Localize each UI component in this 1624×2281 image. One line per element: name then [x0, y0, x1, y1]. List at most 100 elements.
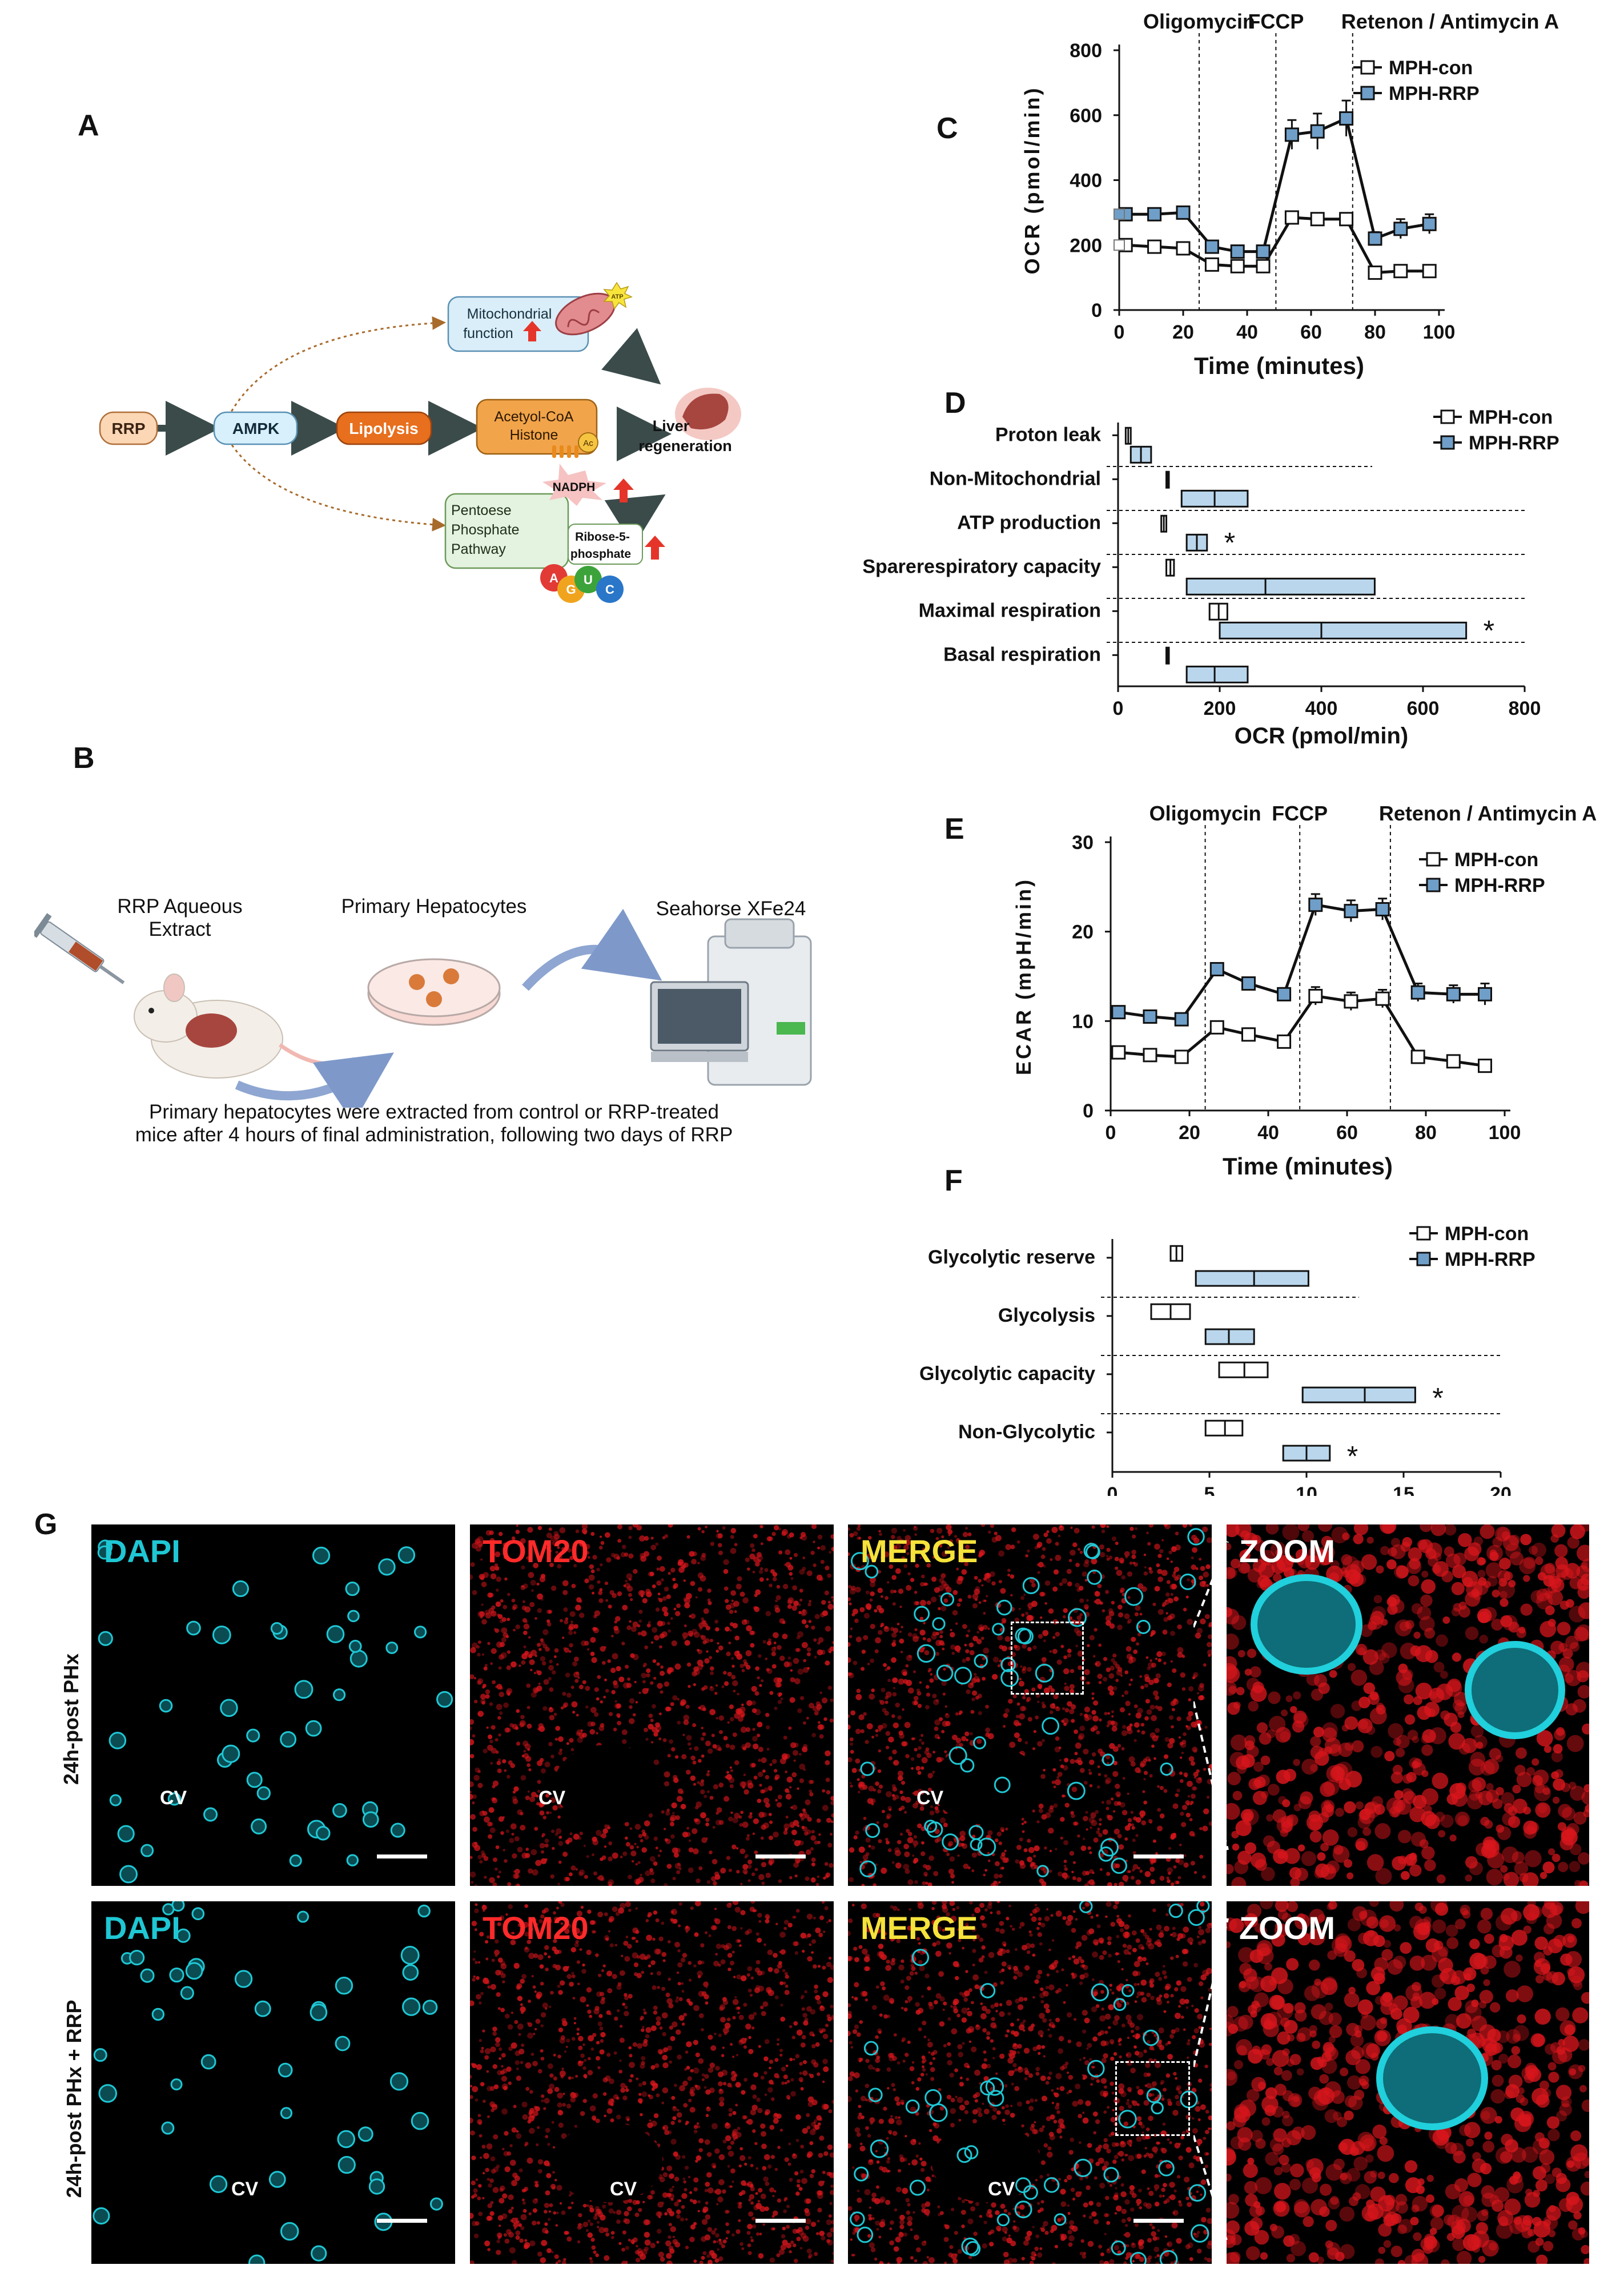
data-point-MPH-con [1209, 1020, 1224, 1035]
data-point-MPH-RRP [1204, 239, 1219, 254]
significance-marker: * [1432, 1382, 1443, 1414]
x-tick-label: 0 [1114, 321, 1125, 343]
nucleus [297, 1910, 309, 1923]
cv-label: CV [231, 2178, 259, 2200]
nucleus [312, 1546, 331, 1565]
scale-bar [755, 1854, 806, 1858]
zoom-nucleus [1465, 1641, 1565, 1739]
nucleus [1023, 2185, 1038, 2200]
nucleus [422, 2000, 438, 2015]
nucleus [337, 2130, 356, 2149]
nucleus [119, 1865, 138, 1884]
nucleus [161, 2121, 175, 2135]
nucleus [926, 1821, 943, 1838]
nucleus [905, 2099, 920, 2114]
float-bar-MPH-con [1218, 1361, 1269, 1378]
y-tick-label: 30 [1072, 832, 1094, 854]
central-vein [554, 1744, 663, 1825]
x-tick-label: 80 [1364, 321, 1386, 343]
nucleus [117, 1825, 135, 1842]
nucleus [1188, 1909, 1205, 1926]
baseline-point [1114, 239, 1125, 251]
category-label: Proton leak [995, 424, 1101, 445]
data-point-MPH-RRP [1310, 124, 1325, 139]
acetyl-ac-icon: Ac [583, 439, 593, 448]
scale-bar [377, 1854, 427, 1858]
nucleus [980, 1983, 996, 1998]
nucleus [348, 1640, 362, 1653]
liver-label-2: regeneration [638, 437, 732, 454]
x-tick-label: 600 [1407, 698, 1440, 719]
nucleus [129, 1949, 145, 1966]
data-point-MPH-con [1308, 988, 1323, 1003]
nucleus [362, 1811, 379, 1828]
channel-label-tom20: TOM20 [483, 1910, 589, 1946]
nucleus [402, 1997, 421, 2016]
nucleus [93, 2207, 110, 2225]
data-point-MPH-con [1375, 991, 1390, 1006]
nucleus [1111, 1857, 1127, 1874]
histone-tails-icon [552, 445, 578, 458]
data-point-MPH-con [1422, 264, 1437, 279]
nucleus [996, 2213, 1010, 2227]
liver-label-1: Liver [653, 417, 690, 435]
x-tick-label: 20 [1179, 1122, 1200, 1144]
series-line-MPH-con [1261, 216, 1293, 267]
data-point-MPH-RRP [1339, 111, 1354, 126]
pathway-schematic: RRP AMPK Lipolysis Acetyol-CoA Histone A… [99, 281, 741, 603]
central-vein [175, 1744, 284, 1825]
nucleus [108, 1732, 127, 1749]
y-tick-label: 600 [1070, 105, 1102, 127]
data-point-MPH-RRP [1174, 1012, 1189, 1027]
nucleus [397, 1546, 416, 1564]
series-line-MPH-RRP [1381, 908, 1420, 993]
nucleus [1129, 2251, 1147, 2264]
data-point-MPH-con [1478, 1059, 1492, 1073]
nucleus [863, 2041, 879, 2056]
data-point-MPH-RRP [1446, 987, 1461, 1001]
data-point-MPH-RRP [1308, 898, 1323, 912]
nucleus [859, 1860, 877, 1877]
nucleus [1168, 1904, 1183, 1918]
nucleus [1146, 2088, 1161, 2103]
nucleus [349, 1650, 368, 1668]
workflow-label-seahorse: Seahorse XFe24 [656, 898, 806, 920]
channel-label-merge: MERGE [861, 1910, 978, 1946]
nucleus [1087, 1569, 1103, 1585]
workflow-arrow-1 [235, 1052, 394, 1108]
nucleus [335, 2035, 351, 2051]
scale-bar [377, 2219, 427, 2223]
nucleus [311, 2245, 327, 2262]
data-point-MPH-con [1176, 241, 1191, 256]
nucleus [270, 1622, 283, 1635]
nucleus [1014, 2200, 1032, 2219]
nucleus [996, 1599, 1012, 1616]
nucleus [936, 1664, 954, 1682]
nucleus [1102, 1753, 1115, 1767]
nucleus [1103, 2167, 1119, 2183]
channel-label-merge: MERGE [861, 1533, 978, 1569]
data-point-MPH-RRP [1284, 127, 1299, 142]
data-point-MPH-RRP [1368, 231, 1382, 246]
nucleus [368, 2178, 385, 2195]
nucleus [220, 1699, 238, 1717]
zoom-nucleus [1376, 2026, 1488, 2130]
acetyl-label-1: Acetyol-CoA [495, 409, 574, 425]
legend-marker [1416, 1226, 1431, 1241]
significance-marker: * [1484, 614, 1494, 646]
nucleus [332, 1803, 347, 1818]
micro-phx-rrp-dapi: DAPI CV [91, 1901, 455, 2264]
x-tick-label: 5 [1204, 1483, 1215, 1496]
base-g-icon: G [566, 582, 576, 597]
y-tick-label: 10 [1072, 1011, 1094, 1032]
ppp-label-1: Pentoese [451, 502, 512, 518]
nucleus [1191, 2224, 1209, 2243]
legend-marker [1426, 852, 1441, 867]
data-point-MPH-con [1393, 264, 1408, 279]
category-label: ATP production [957, 512, 1101, 533]
nucleus [960, 1758, 975, 1773]
nucleus [911, 1949, 930, 1966]
dotted-arrow-to-mito [227, 316, 446, 417]
significance-marker: * [1224, 526, 1235, 558]
